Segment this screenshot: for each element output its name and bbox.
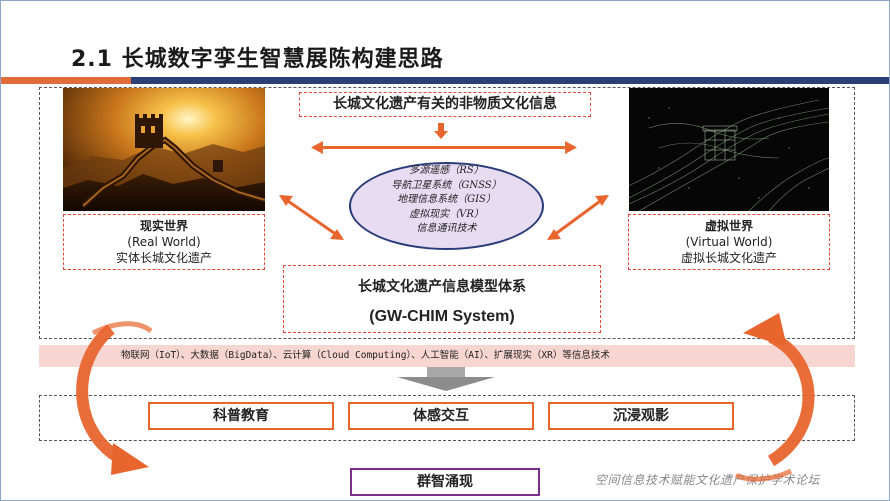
technology-item: 地理信息系统（GIS）	[397, 194, 496, 205]
real-world-title: 现实世界	[139, 219, 188, 233]
applications-frame	[39, 395, 855, 441]
real-world-desc: 实体长城文化遗产	[115, 251, 212, 265]
technology-item: 信息通讯技术	[416, 223, 477, 234]
app-motion-interaction[interactable]: 体感交互	[348, 402, 534, 430]
technology-list: 多源遥感（RS） 导航卫星系统（GNSS） 地理信息系统（GIS） 虚拟现实（V…	[349, 164, 544, 237]
model-system-box: 长城文化遗产信息模型体系 (GW-CHIM System)	[283, 265, 601, 333]
app-immersive-viewing[interactable]: 沉浸观影	[548, 402, 734, 430]
slide-title: 2.1 长城数字孪生智慧展陈构建思路	[71, 47, 444, 72]
title-underline-accent	[1, 77, 131, 84]
grey-down-arrow-icon	[397, 367, 495, 391]
real-world-english: (Real World)	[127, 235, 201, 249]
info-tech-band: 物联网（IoT）、大数据（BigData）、云计算（Cloud Computin…	[39, 345, 855, 367]
model-name-en: (GW-CHIM System)	[369, 308, 515, 325]
virtual-great-wall-image	[629, 88, 829, 211]
technology-item: 虚拟现实（VR）	[409, 208, 484, 220]
virtual-world-desc: 虚拟长城文化遗产	[680, 251, 777, 265]
technology-item: 导航卫星系统（GNSS）	[391, 179, 502, 191]
collective-intelligence-box: 群智涌现	[350, 468, 540, 496]
app-science-education[interactable]: 科普教育	[148, 402, 334, 430]
technology-ellipse	[349, 162, 544, 250]
real-great-wall-image	[63, 88, 265, 211]
technology-item: 多源遥感（RS）	[409, 165, 484, 176]
virtual-world-box: 虚拟世界 (Virtual World) 虚拟长城文化遗产	[628, 214, 830, 270]
virtual-world-title: 虚拟世界	[704, 219, 753, 233]
main-diagram-frame	[39, 87, 855, 339]
virtual-world-english: (Virtual World)	[685, 235, 773, 249]
real-world-box: 现实世界 (Real World) 实体长城文化遗产	[63, 214, 265, 270]
intangible-info-box: 长城文化遗产有关的非物质文化信息	[299, 92, 591, 117]
model-name-cn: 长城文化遗产信息模型体系	[358, 279, 526, 295]
forum-footer-text: 空间信息技术赋能文化遗产保护学术论坛	[595, 473, 821, 487]
title-underline-bar	[1, 77, 889, 84]
